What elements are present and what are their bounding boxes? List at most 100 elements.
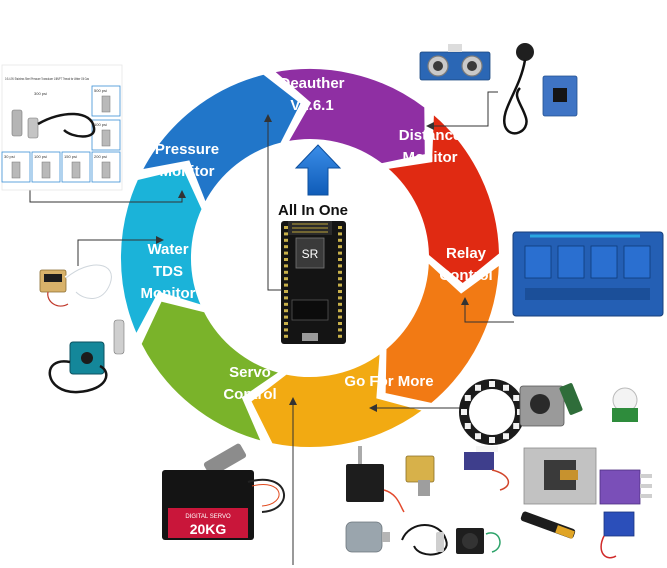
connector-water — [77, 239, 160, 266]
soil-moisture-probe — [520, 511, 576, 539]
segment-label-line: Distance — [399, 127, 462, 144]
pressure-label: 500 psi — [94, 88, 107, 93]
servo-brand-label: DIGITAL SERVO — [185, 514, 231, 520]
pressure-sensor-sheet: 0.5-4.5V Stainless Steel Pressure Transd… — [1, 64, 123, 191]
segment-label-line: Deauther — [279, 75, 344, 92]
led-pixel — [489, 437, 495, 443]
solenoid-module — [523, 447, 597, 505]
header-pin — [284, 258, 288, 261]
led-pixel — [461, 409, 467, 415]
connector-distance — [430, 91, 498, 127]
segment-label-line: Monitor — [141, 285, 196, 302]
segment-label-line: Go For More — [344, 373, 433, 390]
sensor-board — [456, 528, 501, 554]
led-pixel — [513, 423, 520, 429]
header-pin — [338, 232, 342, 236]
pressure-sensor-thumb — [101, 161, 111, 179]
segment-label-line: Control — [439, 267, 492, 284]
center-title: All In One — [278, 202, 348, 219]
segment-pressure — [118, 166, 204, 338]
header-pin — [284, 277, 288, 281]
motor-driver-module — [600, 511, 635, 559]
led-pixel — [503, 433, 509, 440]
pressure-sensor-thumb — [71, 161, 81, 179]
header-pin — [284, 322, 288, 325]
dc-motor — [345, 521, 390, 553]
segment-label-line: Monitor — [403, 149, 458, 166]
connector-lines — [29, 91, 514, 565]
segment-label-line: Monitor — [160, 163, 215, 180]
pressure-label: 30 psi — [4, 154, 15, 159]
pcb-stick-module — [559, 383, 583, 415]
distance-sensor-kit — [419, 43, 578, 135]
segment-label-line: Relay — [446, 245, 487, 262]
arrowhead-servo — [289, 397, 297, 405]
segment-label-line: V2.6.1 — [290, 97, 333, 114]
board-label: SR — [302, 247, 319, 261]
segment-relay — [384, 111, 502, 286]
pressure-sensor-thumb — [41, 161, 51, 179]
header-pin — [338, 322, 342, 325]
header-pin — [338, 277, 342, 281]
header-pin — [284, 251, 288, 255]
header-pin — [284, 290, 288, 293]
microcontroller-board: SR — [281, 221, 346, 344]
header-pin — [284, 302, 288, 306]
segment-label-line: Control — [223, 386, 276, 403]
pressure-label: 100 psi — [34, 154, 47, 159]
header-pin — [338, 315, 342, 319]
led-pixel — [475, 384, 481, 391]
segment-label-gofor: Go For More — [344, 373, 433, 390]
header-pin — [284, 283, 288, 287]
header-pin — [284, 334, 288, 338]
header-pin — [338, 283, 342, 287]
header-pin — [284, 315, 288, 319]
temperature-probe — [401, 524, 448, 556]
led-pixel — [503, 384, 509, 391]
dust-sensor-module — [519, 385, 565, 427]
segment-label-line: TDS — [153, 263, 183, 280]
segment-distance — [271, 66, 427, 166]
header-pin — [284, 232, 288, 236]
pressure-label: 300 psi — [34, 91, 47, 96]
segment-water — [139, 299, 283, 444]
segment-label-line: Servo — [229, 364, 271, 381]
header-pin — [338, 290, 342, 293]
header-pin — [338, 270, 342, 274]
connector-relay — [464, 301, 514, 323]
header-pin — [338, 264, 342, 268]
header-pin — [338, 245, 342, 249]
up-arrow-icon — [294, 144, 342, 196]
header-pin — [284, 264, 288, 268]
led-pixel — [513, 395, 520, 401]
servo-model-label: 20KG — [190, 521, 227, 537]
arrowhead-pressure — [178, 190, 186, 198]
header-pin — [338, 296, 342, 300]
header-pin — [338, 328, 342, 332]
led-ring-module — [459, 379, 525, 445]
header-pin — [338, 334, 342, 338]
arrowhead-deauther — [264, 114, 272, 122]
led-pixel — [489, 381, 495, 387]
header-pin — [338, 309, 342, 313]
pressure-sensor-thumb — [101, 95, 111, 113]
pressure-label: 100 psi — [94, 122, 107, 127]
relay-module — [512, 231, 664, 317]
header-pin — [284, 238, 288, 242]
header-pin — [284, 226, 288, 229]
segment-label-line: Water — [147, 241, 188, 258]
header-pin — [284, 328, 288, 332]
header-pin — [338, 258, 342, 261]
connector-deauther — [267, 118, 282, 291]
arrowhead-relay — [461, 297, 469, 305]
pressure-sensor-thumb — [11, 161, 21, 179]
header-pin — [284, 245, 288, 249]
pressure-label: 150 psi — [64, 154, 77, 159]
segment-gofor — [383, 259, 501, 406]
